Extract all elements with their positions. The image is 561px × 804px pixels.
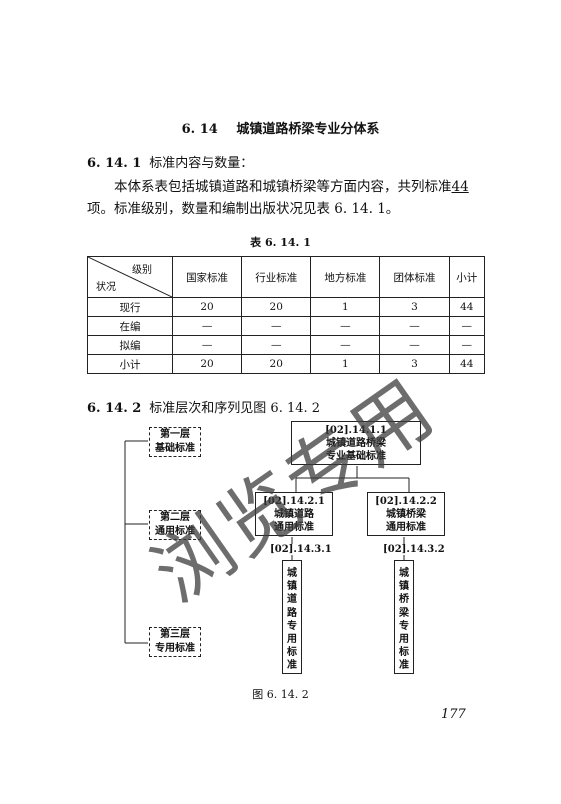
table-cell: 3	[379, 354, 450, 374]
base-standard-box: [02].14.1.1 城镇道路桥梁 专业基础标准	[291, 421, 421, 465]
road-general-line1: 城镇道路	[274, 509, 314, 520]
base-standard-line1: 城镇道路桥梁	[326, 438, 386, 449]
table-row: 拟编 — — — — —	[87, 335, 486, 355]
table-cell: 44	[448, 354, 486, 374]
subsection-title-2: 标准层次和序列见图 6. 14. 2	[149, 401, 321, 416]
layer-3-label: 第三层	[160, 629, 190, 640]
bridge-general-box: [02].14.2.2 城镇桥梁 通用标准	[367, 492, 445, 536]
layer-2-desc: 通用标准	[155, 526, 195, 537]
paragraph-line-2: 项。标准级别，数量和编制出版状况见表 6. 14. 1。	[87, 201, 400, 217]
table-row: 小计 20 20 1 3 44	[87, 354, 486, 374]
base-standard-line2: 专业基础标准	[326, 451, 386, 462]
layer-1-desc: 基础标准	[155, 443, 195, 454]
layer-3-desc: 专用标准	[155, 643, 195, 654]
corner-label-status: 状况	[96, 282, 116, 293]
table-corner-cell: 级别 状况	[87, 256, 173, 298]
section-number: 6. 14	[181, 122, 218, 137]
standards-table: 级别 状况 国家标准 行业标准 地方标准 团体标准 小计 现行 20 20 1 …	[87, 256, 486, 374]
base-standard-code: [02].14.1.1	[325, 425, 387, 436]
table-row: 现行 20 20 1 3 44	[87, 297, 486, 317]
layer-3-box: 第三层 专用标准	[149, 627, 201, 657]
bridge-general-line2: 通用标准	[386, 522, 426, 533]
subsection-number-2: 6. 14. 2	[87, 401, 142, 416]
subsection-heading-2: 6. 14. 2 标准层次和序列见图 6. 14. 2	[87, 397, 320, 416]
table-cell: 44	[448, 297, 486, 317]
bridge-special-text: 城镇桥梁专用标准	[399, 568, 409, 672]
road-general-code: [02].14.2.1	[263, 496, 325, 507]
road-special-code: [02].14.3.1	[270, 544, 332, 555]
road-special-text: 城镇道路专用标准	[287, 568, 297, 672]
column-header: 地方标准	[310, 256, 381, 298]
row-label: 现行	[87, 297, 173, 317]
figure-caption: 图 6. 14. 2	[252, 688, 309, 701]
subsection-number-1: 6. 14. 1	[87, 156, 142, 171]
paragraph-line-1: 本体系表包括城镇道路和城镇桥梁等方面内容，共列标准	[114, 179, 452, 195]
table-cell: 20	[241, 354, 312, 374]
bridge-special-code: [02].14.3.2	[383, 544, 445, 555]
subsection-title-1: 标准内容与数量：	[149, 156, 254, 171]
road-general-box: [02].14.2.1 城镇道路 通用标准	[255, 492, 333, 536]
table-cell: 1	[310, 354, 381, 374]
road-general-line2: 通用标准	[274, 522, 314, 533]
row-label: 拟编	[87, 335, 173, 355]
road-special-box: 城镇道路专用标准	[282, 560, 302, 674]
corner-label-level: 级别	[132, 265, 152, 276]
table-header-row: 级别 状况 国家标准 行业标准 地方标准 团体标准 小计	[87, 256, 486, 298]
row-label: 小计	[87, 354, 173, 374]
standard-count: 44	[451, 179, 469, 195]
layer-2-label: 第二层	[160, 512, 190, 523]
page-number: 177	[441, 707, 466, 722]
table-caption: 表 6. 14. 1	[250, 236, 311, 249]
section-title-text: 城镇道路桥梁专业分体系	[236, 122, 380, 137]
section-title: 6. 14 城镇道路桥梁专业分体系	[0, 118, 561, 137]
subsection-heading-1: 6. 14. 1 标准内容与数量：	[87, 152, 253, 171]
body-paragraph: 本体系表包括城镇道路和城镇桥梁等方面内容，共列标准44 项。标准级别，数量和编制…	[87, 176, 487, 220]
column-header: 小计	[448, 256, 486, 298]
bridge-special-box: 城镇桥梁专用标准	[394, 560, 414, 674]
layer-1-box: 第一层 基础标准	[149, 427, 201, 457]
diagonal-line	[88, 257, 172, 297]
bridge-general-code: [02].14.2.2	[375, 496, 437, 507]
layer-1-label: 第一层	[160, 429, 190, 440]
layer-2-box: 第二层 通用标准	[149, 510, 201, 540]
row-label: 在编	[87, 316, 173, 336]
bridge-general-line1: 城镇桥梁	[386, 509, 426, 520]
